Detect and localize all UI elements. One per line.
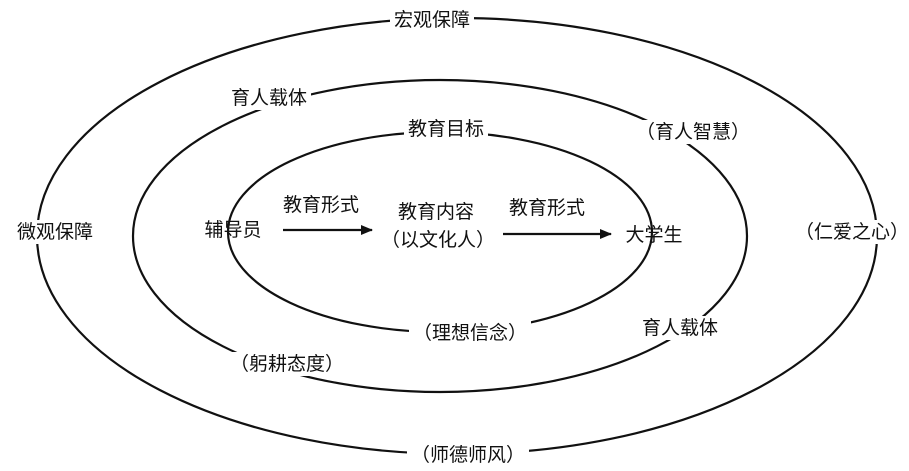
label-macro-guarantee: 宏观保障 — [389, 8, 475, 32]
label-benevolent-heart: （仁爱之心） — [790, 220, 909, 244]
label-education-carrier-bottom: 育人载体 — [637, 316, 723, 340]
label-devoted-attitude: （躬耕态度） — [225, 352, 349, 376]
label-culture-cultivation: （以文化人） — [380, 229, 496, 251]
label-college-students: 大学生 — [625, 224, 683, 246]
label-counselor: 辅导员 — [204, 219, 262, 241]
label-micro-guarantee: 微观保障 — [12, 220, 98, 244]
label-education-wisdom: （育人智慧） — [631, 120, 755, 144]
label-teacher-ethics: （师德师风） — [406, 443, 530, 467]
label-education-content: 教育内容 — [397, 201, 475, 223]
label-education-form-2: 教育形式 — [508, 197, 586, 219]
middle-ellipse — [131, 78, 749, 394]
label-education-carrier-top: 育人载体 — [226, 86, 312, 110]
label-education-form-1: 教育形式 — [282, 194, 360, 216]
label-ideal-belief: （理想信念） — [408, 321, 532, 345]
label-education-goal: 教育目标 — [403, 117, 489, 141]
